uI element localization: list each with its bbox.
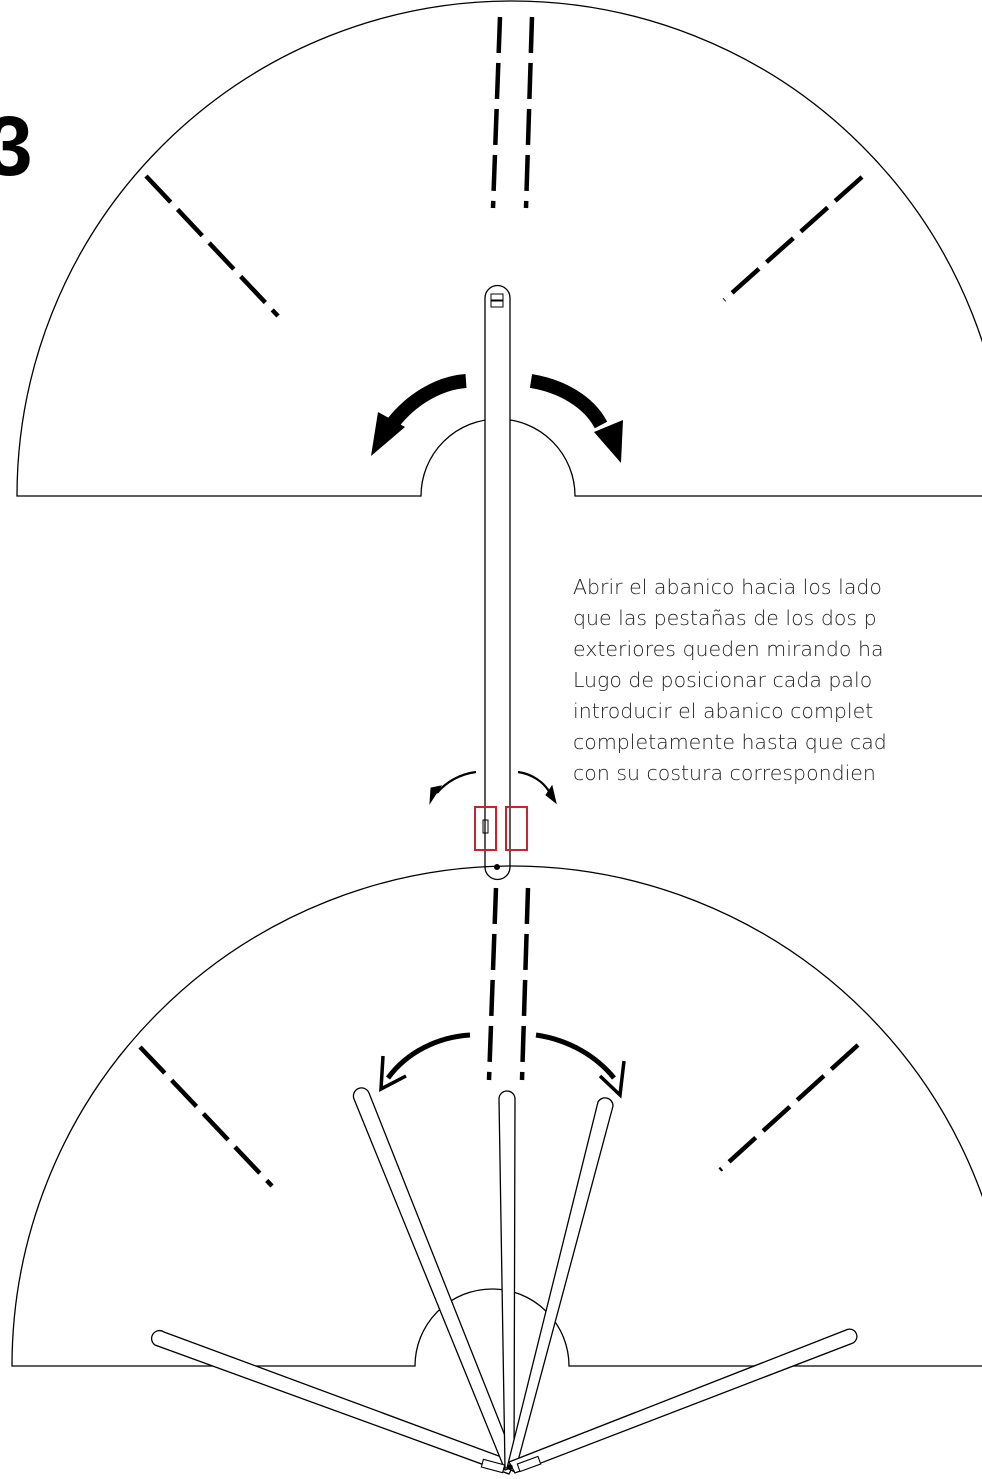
top-seam-right <box>722 175 864 302</box>
small-arrow-left-icon <box>429 770 477 805</box>
stick-mid-left <box>352 1087 518 1471</box>
bottom-seam-center-right <box>519 887 531 1081</box>
instruction-line: que las pestañas de los dos p <box>573 606 877 630</box>
top-figure <box>16 0 982 881</box>
bottom-fabric-half-circle <box>11 865 982 1367</box>
step-number: 3 <box>0 99 33 193</box>
bottom-seam-left <box>138 1045 274 1188</box>
stick-center <box>498 1090 516 1469</box>
bottom-figure <box>11 865 982 1475</box>
instruction-line: con su costura correspondien <box>573 761 876 785</box>
instructions-text: Abrir el abanico hacia los lado que las … <box>573 572 982 789</box>
curved-arrow-left-icon <box>371 374 467 456</box>
tab-highlight-left <box>474 806 497 851</box>
bottom-sticks <box>150 1087 858 1475</box>
stick-far-right <box>508 1328 858 1474</box>
open-arrow-left-icon <box>379 1032 471 1092</box>
top-seam-lines <box>144 16 864 318</box>
bottom-seam-lines <box>138 887 860 1188</box>
tab-highlight-box <box>474 806 528 851</box>
top-closed-stick <box>484 284 511 881</box>
tab-highlight-right <box>505 806 528 851</box>
instruction-line: Lugo de posicionar cada palo <box>573 668 873 692</box>
top-seam-center-right <box>523 16 535 209</box>
instruction-line: exteriores queden mirando ha <box>573 637 884 661</box>
top-seam-left <box>144 174 280 318</box>
bottom-seam-right <box>718 1043 860 1172</box>
bottom-seam-center-left <box>486 887 499 1081</box>
pivot-tabs <box>480 1455 542 1474</box>
stick-mid-right <box>506 1097 614 1473</box>
instruction-line: Abrir el abanico hacia los lado <box>573 575 882 599</box>
instruction-line: introducir el abanico complet <box>573 699 874 723</box>
instruction-line: completamente hasta que cad <box>573 730 887 754</box>
curved-arrow-right-icon <box>529 374 623 463</box>
open-arrow-right-icon <box>535 1032 626 1099</box>
small-arrow-right-icon <box>517 770 557 805</box>
top-seam-center-left <box>490 16 503 209</box>
stick-far-left <box>150 1329 516 1475</box>
